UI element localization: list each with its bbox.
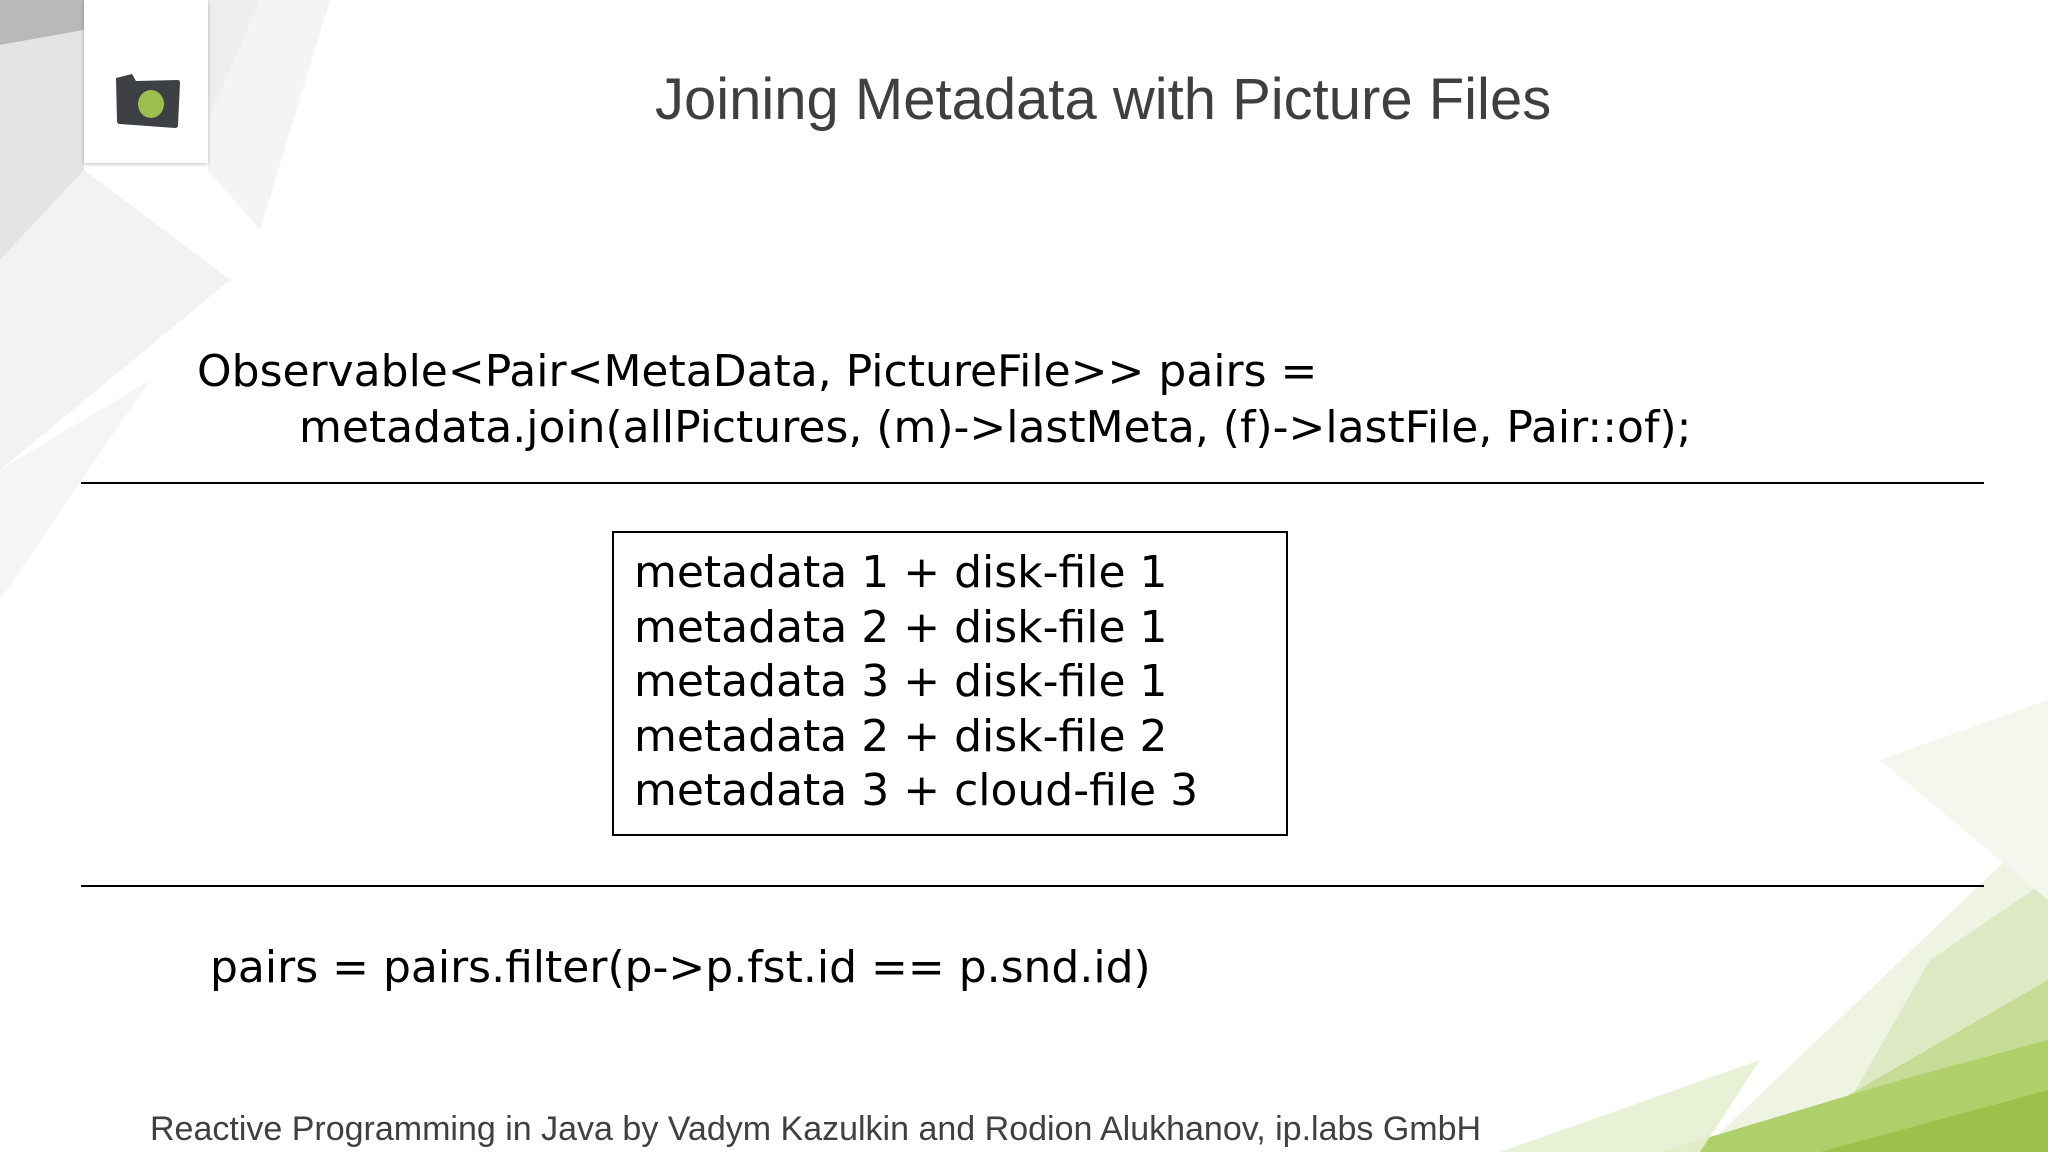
code-line-observable: Observable<Pair<MetaData, PictureFile>> … (197, 346, 1318, 397)
divider-top (81, 482, 1984, 484)
logo-card (84, 0, 208, 163)
slide-footer: Reactive Programming in Java by Vadym Ka… (150, 1110, 1482, 1148)
divider-bottom (81, 885, 1984, 887)
slide-title: Joining Metadata with Picture Files (655, 67, 1552, 132)
camera-logo-icon (116, 74, 180, 128)
result-line: metadata 1 + disk-file 1 (634, 547, 1168, 598)
result-line: metadata 2 + disk-file 2 (634, 710, 1168, 762)
result-line: metadata 3 + cloud-file 3 (634, 765, 1199, 816)
result-line: metadata 3 + disk-file 1 (634, 656, 1168, 707)
result-line: metadata 2 + disk-file 1 (634, 601, 1168, 653)
code-line-filter: pairs = pairs.filter(p->p.fst.id == p.sn… (210, 942, 1151, 993)
join-results-box: metadata 1 + disk-file 1 metadata 2 + di… (612, 531, 1288, 836)
code-line-join: metadata.join(allPictures, (m)->lastMeta… (299, 402, 1692, 453)
